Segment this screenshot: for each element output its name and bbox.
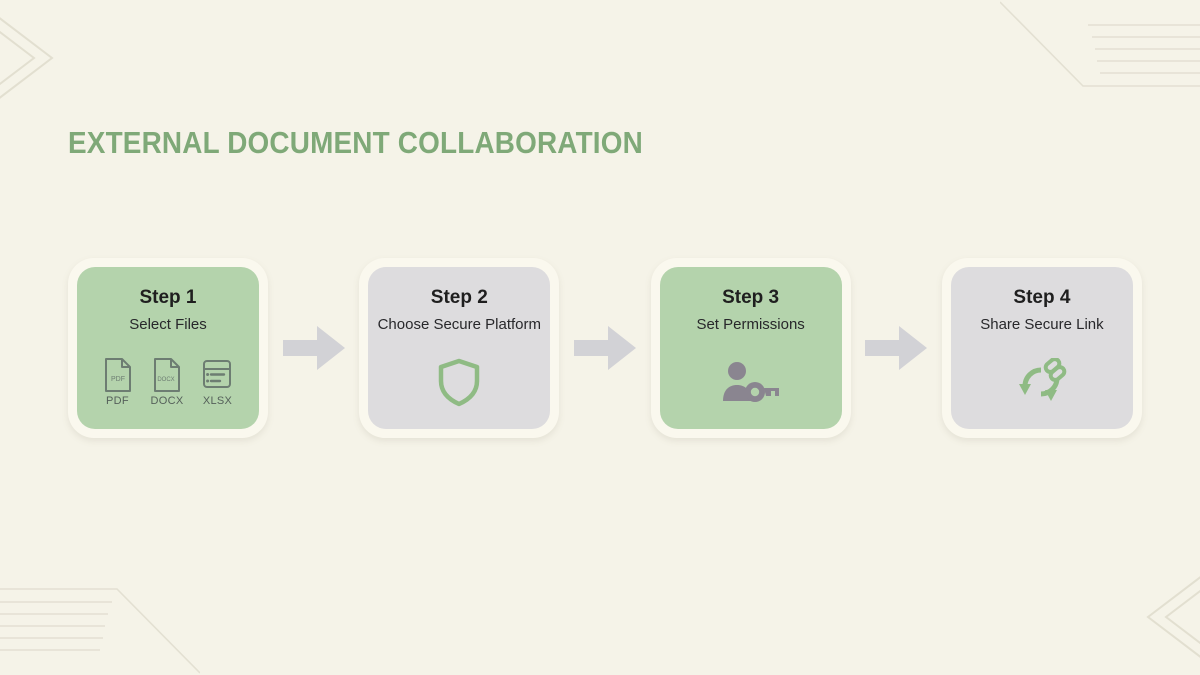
file-type-xlsx: XLSX (201, 357, 233, 407)
file-type-xlsx-label: XLSX (202, 394, 233, 407)
step-card-2[interactable]: Step 2 Choose Secure Platform (359, 258, 560, 438)
file-type-pdf: PDF PDF (103, 357, 133, 407)
arrow-right-icon (282, 326, 345, 370)
xlsx-file-icon (203, 359, 232, 388)
step-1-title: Step 1 (139, 287, 197, 308)
shield-icon (439, 358, 480, 406)
pdf-file-icon: PDF (104, 357, 131, 392)
connector-arrow-3 (865, 324, 928, 372)
corner-chevrons-bottom-right-icon (1146, 576, 1200, 658)
step-card-3[interactable]: Step 3 Set Permissions (650, 258, 851, 438)
step-2-description: Choose Secure Platform (377, 316, 542, 333)
corner-lines-top-right-icon (1000, 1, 1200, 87)
connector-arrow-1 (282, 324, 345, 372)
file-type-docx: DOCX DOCX (151, 357, 184, 407)
step-4-title: Step 4 (1013, 287, 1071, 308)
step-1-description: Select Files (129, 316, 207, 333)
step-2-icon-area (368, 334, 550, 429)
step-2-title: Step 2 (430, 287, 488, 308)
file-type-pdf-label: PDF (106, 394, 129, 407)
arrow-right-icon (573, 326, 636, 370)
corner-chevrons-top-left-icon (0, 17, 54, 99)
step-1-icon-area: PDF PDF DOCX DOCX (77, 334, 259, 429)
step-card-4[interactable]: Step 4 Share Secure Link (941, 258, 1142, 438)
page-title: EXTERNAL DOCUMENT COLLABORATION (68, 125, 643, 160)
step-3-title: Step 3 (722, 287, 780, 308)
arrow-right-icon (865, 326, 928, 370)
user-key-icon (722, 361, 779, 402)
step-4-description: Share Secure Link (980, 316, 1104, 333)
docx-file-icon: DOCX (153, 357, 180, 392)
step-card-1[interactable]: Step 1 Select Files PDF PDF (68, 258, 268, 438)
svg-text:DOCX: DOCX (157, 377, 174, 383)
corner-lines-bottom-left-icon (0, 588, 200, 674)
svg-text:PDF: PDF (111, 376, 125, 383)
file-type-docx-label: DOCX (150, 394, 184, 407)
share-link-icon (1018, 357, 1067, 401)
step-3-description: Set Permissions (696, 316, 805, 333)
step-3-icon-area (660, 334, 842, 429)
step-4-icon-area (951, 334, 1133, 429)
connector-arrow-2 (573, 324, 636, 372)
process-flow: Step 1 Select Files PDF PDF (68, 258, 1142, 438)
